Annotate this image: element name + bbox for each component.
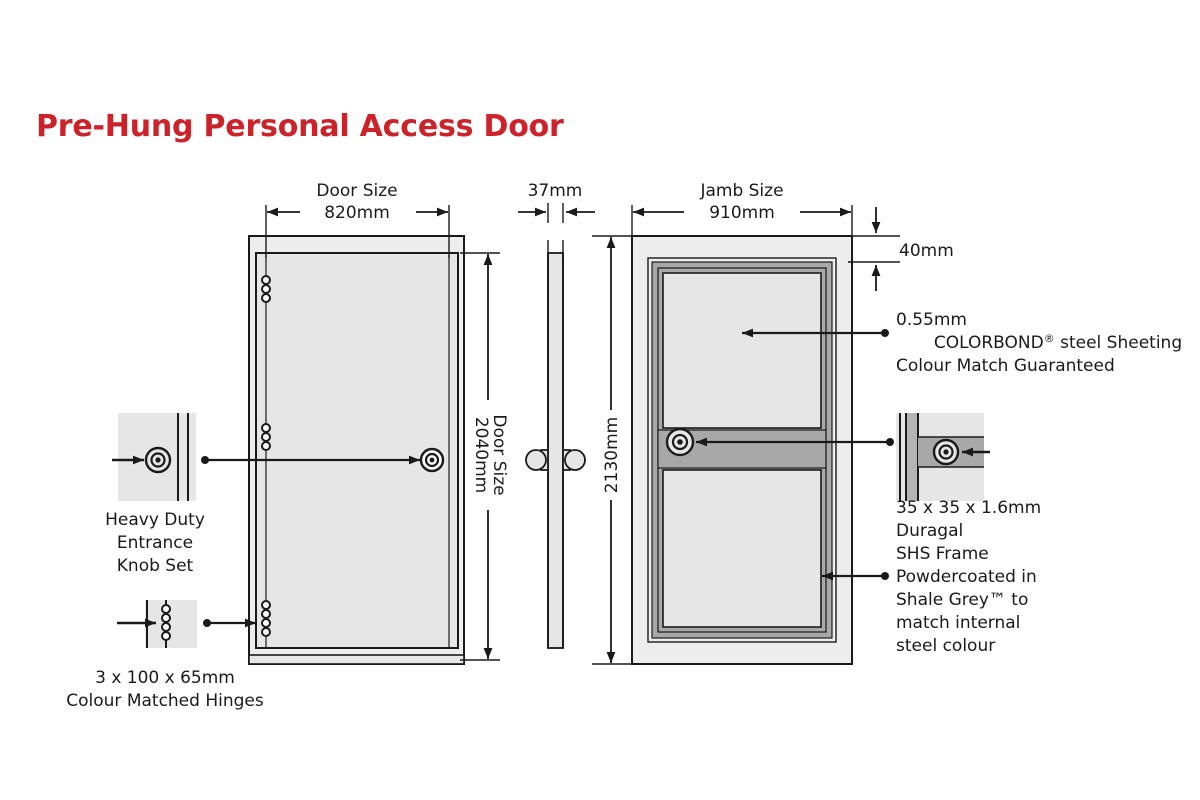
door-thickness-value: 37mm <box>528 181 583 201</box>
svg-text:SHS Frame: SHS Frame <box>896 544 989 564</box>
jamb-width-caption: Jamb Size <box>699 181 783 201</box>
door-width-value: 820mm <box>324 203 390 223</box>
svg-text:Powdercoated in: Powdercoated in <box>896 567 1037 587</box>
door-side-profile <box>525 252 586 649</box>
svg-text:Colour Match Guaranteed: Colour Match Guaranteed <box>896 356 1115 376</box>
svg-text:match internal: match internal <box>896 613 1020 633</box>
hinge-middle-icon <box>261 423 271 451</box>
detail-knob-icon <box>144 446 172 474</box>
detail-shs-knob-icon <box>932 438 960 466</box>
svg-text:Entrance: Entrance <box>117 533 193 553</box>
svg-text:35 x 35 x 1.6mm: 35 x 35 x 1.6mm <box>896 498 1041 518</box>
door-knob-icon <box>419 447 445 473</box>
head-jamb-value: 40mm <box>899 241 954 261</box>
sheeting-suffix: steel Sheeting <box>1055 333 1182 353</box>
svg-text:Duragal: Duragal <box>896 521 963 541</box>
svg-text:Knob Set: Knob Set <box>117 556 194 576</box>
jamb-elevation-right <box>631 235 853 665</box>
hinge-top-icon <box>261 275 271 303</box>
door-elevation-left <box>248 235 465 665</box>
label-sheeting: 0.55mm COLORBOND® steel Sheeting Colour … <box>896 310 1200 376</box>
svg-text:steel colour: steel colour <box>896 636 995 656</box>
dimension-jamb-width: Jamb Size 910mm <box>631 181 853 258</box>
label-shs-frame: 35 x 35 x 1.6mm Duragal SHS Frame Powder… <box>896 498 1041 656</box>
door-height-caption: Door Size <box>489 414 509 495</box>
detail-hinge <box>117 600 197 648</box>
detail-hinge-icon <box>161 604 171 641</box>
dimension-door-thickness: 37mm <box>518 181 595 258</box>
dimension-head-jamb: 40mm <box>848 207 954 291</box>
svg-text:0.55mm: 0.55mm <box>896 310 967 330</box>
svg-text:3 x 100 x 65mm: 3 x 100 x 65mm <box>95 668 235 688</box>
detail-shs-frame <box>896 413 990 501</box>
dimension-jamb-height: 2130mm <box>592 235 640 665</box>
colorbond-word: COLORBOND <box>934 333 1044 353</box>
detail-knob-set <box>112 413 196 501</box>
registered-mark: ® <box>1044 332 1055 345</box>
jamb-door-knob-icon <box>665 427 695 457</box>
jamb-width-value: 910mm <box>709 203 775 223</box>
label-hinges: 3 x 100 x 65mm Colour Matched Hinges <box>66 668 264 711</box>
svg-text:Heavy Duty: Heavy Duty <box>105 510 205 530</box>
svg-text:Colour Matched Hinges: Colour Matched Hinges <box>66 691 264 711</box>
jamb-height-value: 2130mm <box>602 417 622 493</box>
svg-text:Shale Grey™ to: Shale Grey™ to <box>896 590 1028 610</box>
label-knob-set: Heavy Duty Entrance Knob Set <box>105 510 205 576</box>
page-title: Pre-Hung Personal Access Door <box>36 109 564 144</box>
door-height-value: 2040mm <box>471 417 491 493</box>
dimension-door-width: Door Size 820mm <box>265 181 450 258</box>
svg-text:COLORBOND® steel Sheeting: COLORBOND® steel Sheeting <box>896 332 1200 353</box>
hinge-bottom-icon <box>261 600 271 637</box>
door-width-caption: Door Size <box>316 181 397 201</box>
dimension-door-height: Door Size 2040mm <box>460 252 509 661</box>
